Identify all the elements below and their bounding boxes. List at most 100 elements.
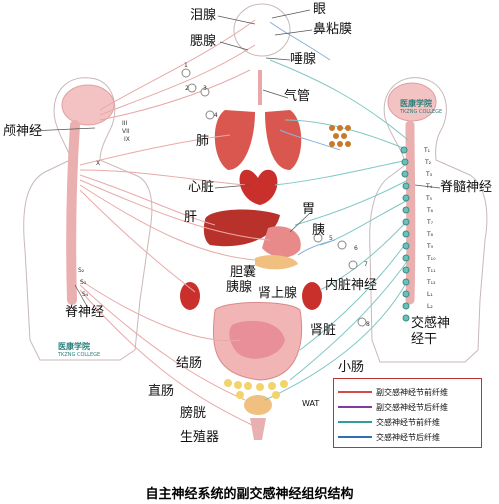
sympathetic-chain (400, 146, 410, 322)
label-rectum: 直肠 (148, 384, 175, 399)
label-trachea: 气管 (284, 89, 311, 104)
vertebra-l2: L₂ (427, 303, 433, 310)
watermark-right: 医康学院 TKZNG COLLEGE (400, 98, 442, 115)
parasympathetic-fibers (79, 19, 271, 426)
ganglion-number-4: 4 (214, 112, 218, 119)
kidney-left-shape (180, 282, 200, 310)
pancreas-shape (255, 255, 298, 270)
organs (180, 70, 322, 440)
label-bladder: 膀胱 (180, 406, 207, 421)
vertebra-t11: T₁₁ (427, 267, 436, 274)
cranial-x: X (96, 160, 101, 167)
vertebra-l3: L₃ (427, 315, 433, 322)
watermark-left-en: TKZNG COLLEGE (58, 352, 101, 358)
legend: 副交感神经节前纤维 副交感神经节后纤维 交感神经节前纤维 交感神经节后纤维 (333, 378, 482, 448)
ganglion-number-5: 5 (329, 235, 333, 242)
label-sympathetic-trunk-2: 经干 (411, 332, 438, 347)
legend-label: 交感神经节后纤维 (376, 433, 440, 442)
ganglion-number-1: 1 (184, 62, 188, 69)
kidney-right-shape (302, 282, 322, 310)
small-intestine-shape (229, 320, 285, 359)
label-gallbladder: 胆囊 (230, 265, 257, 280)
legend-swatch-parasym-post (338, 406, 372, 408)
label-cranial-nerve: 颅神经 (3, 124, 43, 139)
prevertebral-ganglia (329, 125, 351, 147)
legend-swatch-parasym-pre (338, 391, 372, 393)
watermark-right-en: TKZNG COLLEGE (400, 109, 443, 115)
legend-item: 副交感神经节后纤维 (338, 400, 478, 414)
pelvic-ganglia (224, 379, 288, 399)
lung-right-shape (265, 110, 302, 170)
label-sympathetic-trunk-1: 交感神 (411, 316, 451, 331)
heart-shape (239, 169, 278, 205)
legend-item: 副交感神经节前纤维 (338, 385, 478, 399)
label-kidney: 肾脏 (310, 323, 337, 338)
trachea-shape (258, 70, 262, 105)
legend-item: 交感神经节前纤维 (338, 415, 478, 429)
vertebra-t5: T₅ (426, 195, 433, 202)
legend-label: 交感神经节前纤维 (376, 418, 440, 427)
label-genital: 生殖器 (180, 430, 220, 445)
label-spinal-cord-nerve: 脊髓神经 (440, 180, 493, 195)
label-liver: 肝 (184, 210, 198, 225)
ganglion-number-2: 2 (185, 85, 189, 92)
vertebra-t1: T₁ (424, 147, 431, 154)
sacral-s3: S₃ (80, 279, 87, 286)
sacral-s2: S₂ (78, 267, 85, 274)
ganglion-number-7: 7 (364, 261, 368, 268)
lung-left-shape (214, 110, 255, 170)
label-heart: 心脏 (188, 180, 215, 195)
vertebra-t12: T₁₂ (427, 279, 436, 286)
legend-swatch-sym-post (338, 436, 372, 438)
stomach-shape (262, 226, 301, 258)
label-lung: 肺 (196, 134, 210, 149)
label-visceral-nerve: 内脏神经 (325, 278, 378, 293)
legend-label: 副交感神经节后纤维 (376, 403, 448, 412)
legend-label: 副交感神经节前纤维 (376, 388, 448, 397)
left-body-figure (23, 77, 153, 361)
label-eye: 眼 (313, 2, 327, 17)
label-salivary: 唾腺 (290, 52, 317, 67)
label-wat: WAT (302, 399, 320, 408)
vertebra-t9: T₉ (427, 243, 434, 250)
right-body-figure (369, 77, 488, 363)
label-spinal-nerve: 脊神经 (65, 305, 105, 320)
left-spinal-cord (66, 120, 80, 305)
ganglia (181, 68, 367, 327)
genital-shape (250, 418, 266, 440)
sympathetic-post-fibers (269, 21, 341, 256)
vertebra-t3: T₃ (426, 171, 433, 178)
label-small-intestine: 小肠 (338, 360, 365, 375)
vertebra-t8: T₈ (427, 231, 434, 238)
figure-caption: 自主神经系统的副交感神经组织结构 (145, 487, 354, 502)
legend-swatch-sym-pre (338, 421, 372, 423)
leader-lines (29, 9, 441, 309)
label-lacrimal: 泪腺 (190, 8, 217, 23)
liver-shape (203, 209, 280, 247)
cranial-ix: IX (124, 136, 130, 143)
ganglion-number-3: 3 (203, 85, 207, 92)
right-spinal-cord (405, 120, 416, 305)
legend-item: 交感神经节后纤维 (338, 430, 478, 444)
watermark-left: 医康学院 TKZNG COLLEGE (58, 341, 100, 358)
ganglion-number-8: 8 (366, 321, 370, 328)
watermark-left-cn: 医康学院 (58, 342, 90, 351)
cranial-iii: III (122, 120, 128, 127)
label-adrenal: 肾上腺 (258, 286, 298, 301)
vertebra-t7: T₇ (427, 219, 434, 226)
label-nasal: 鼻粘膜 (313, 22, 353, 37)
watermark-right-cn: 医康学院 (400, 99, 432, 108)
face-outline (233, 3, 291, 57)
cranial-vii: VII (122, 128, 130, 135)
ganglion-number-6: 6 (354, 245, 358, 252)
label-parotid: 腮腺 (190, 34, 217, 49)
vertebra-t10: T₁₀ (427, 255, 436, 262)
vertebra-t6: T₆ (427, 207, 434, 214)
label-pancreas: 胰 (312, 223, 326, 238)
bladder-shape (244, 395, 272, 415)
sacral-s4: S₄ (82, 291, 89, 298)
vertebra-l1: L₁ (427, 291, 433, 298)
label-colon: 结肠 (176, 356, 203, 371)
vertebra-t4: T₄ (426, 183, 433, 190)
